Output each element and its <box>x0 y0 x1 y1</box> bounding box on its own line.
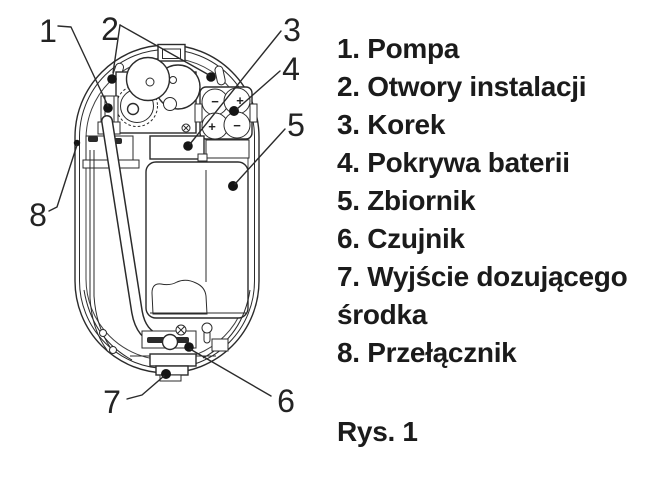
legend-item-7: 7. Wyjście dozującego środka <box>337 261 628 330</box>
legend-item-6: 6. Czujnik <box>337 223 465 254</box>
callout-number-7: 7 <box>103 384 121 420</box>
callout-number-2: 2 <box>101 11 119 47</box>
battery-terminal-4: − <box>233 118 241 133</box>
figure-caption: Rys. 1 <box>337 416 418 447</box>
bottom-mechanism <box>83 289 251 382</box>
legend-item-4: 4. Pokrywa baterii <box>337 147 570 178</box>
callout-number-6: 6 <box>277 383 295 419</box>
screw-icon <box>175 324 187 336</box>
callout-number-8: 8 <box>29 197 47 233</box>
callout-leaders <box>48 24 286 400</box>
battery-terminal-3: + <box>208 119 216 134</box>
callout-number-1: 1 <box>39 13 57 49</box>
callout-number-4: 4 <box>282 51 300 87</box>
keyhole-icon <box>201 322 213 344</box>
callout-number-3: 3 <box>283 12 301 48</box>
marker-switch <box>73 139 81 147</box>
callout-numbers: 1 2 3 4 5 6 7 8 <box>29 11 305 420</box>
battery-terminal-2: + <box>236 93 244 108</box>
marker-hole-left <box>107 74 117 84</box>
callout-number-5: 5 <box>287 107 305 143</box>
battery-compartment: − + + − <box>194 86 258 140</box>
tank <box>145 161 249 319</box>
legend-item-2: 2. Otwory instalacji <box>337 71 587 102</box>
screw-icon <box>181 123 191 133</box>
marker-pump <box>103 103 113 113</box>
legend-item-8: 8. Przełącznik <box>337 337 517 368</box>
legend-item-1: 1. Pompa <box>337 33 460 64</box>
device-cross-section-diagram: − + + − <box>29 11 305 420</box>
legend-item-5: 5. Zbiornik <box>337 185 476 216</box>
battery-terminal-1: − <box>211 94 219 109</box>
dosing-outlet <box>149 353 197 382</box>
marker-battery-cover <box>229 106 239 116</box>
legend-item-3: 3. Korek <box>337 109 446 140</box>
legend-list: 1. Pompa 2. Otwory instalacji 3. Korek 4… <box>337 30 643 372</box>
